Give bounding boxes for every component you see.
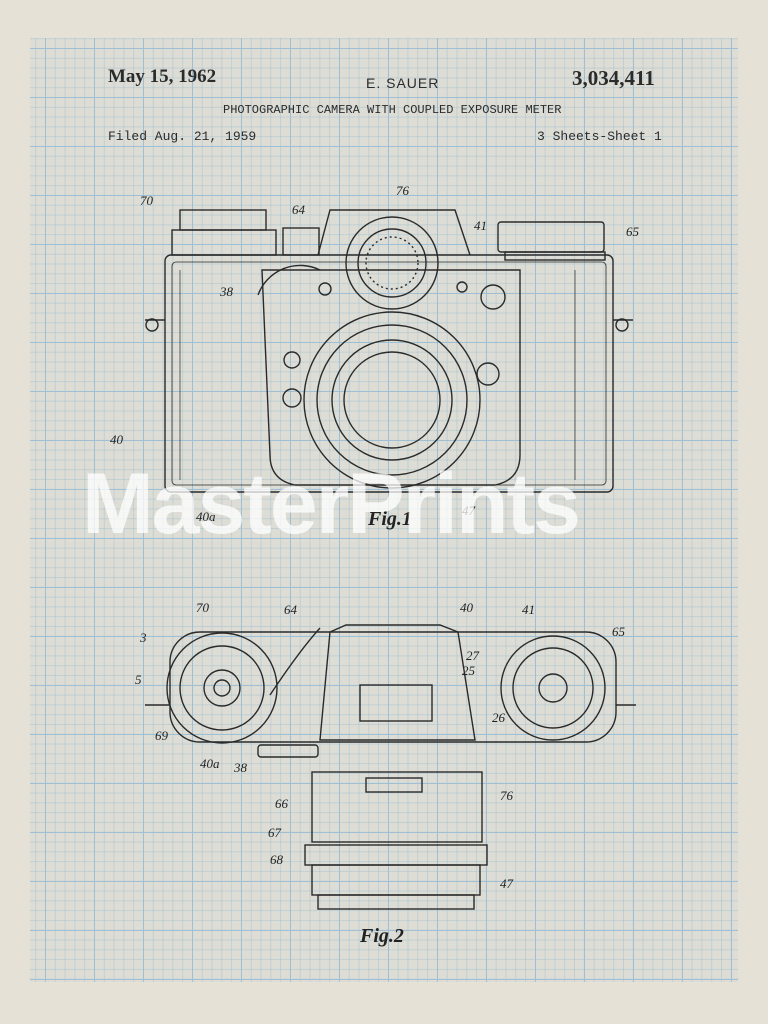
reference-numeral: 76 — [396, 183, 410, 198]
reference-numeral: 40a — [200, 756, 220, 771]
reference-numeral: 47 — [500, 876, 514, 891]
reference-numeral: 40 — [460, 600, 474, 615]
patent-date: May 15, 1962 — [108, 66, 217, 87]
sheet-count: 3 Sheets-Sheet 1 — [537, 129, 662, 144]
reference-numeral: 38 — [219, 284, 234, 299]
reference-numeral: 5 — [135, 672, 142, 687]
reference-numeral: 26 — [492, 710, 506, 725]
reference-numeral: 25 — [462, 663, 476, 678]
fig2-top-view — [145, 624, 636, 910]
reference-numeral: 69 — [155, 728, 169, 743]
reference-numeral: 64 — [292, 202, 306, 217]
patent-number: 3,034,411 — [572, 66, 655, 90]
reference-numeral: 3 — [139, 630, 147, 645]
reference-numeral: 68 — [270, 852, 284, 867]
grid-paper-sheet — [30, 38, 738, 982]
reference-numeral: 27 — [466, 648, 480, 663]
reference-numeral: 67 — [268, 825, 282, 840]
reference-numeral: 64 — [284, 602, 298, 617]
reference-numeral: 41 — [522, 602, 535, 617]
reference-numeral: 47 — [462, 503, 476, 518]
reference-numeral: 70 — [140, 193, 154, 208]
watermark: MasterPrints — [82, 456, 581, 552]
reference-numeral: 40 — [110, 432, 124, 447]
reference-numeral: 70 — [196, 600, 210, 615]
reference-numeral: Fig.2 — [359, 925, 404, 947]
reference-numeral: 66 — [275, 796, 289, 811]
reference-numeral: 76 — [500, 788, 514, 803]
reference-numeral: Fig.1 — [367, 508, 412, 530]
reference-numeral: 65 — [626, 224, 640, 239]
filed-date: Filed Aug. 21, 1959 — [108, 129, 257, 144]
reference-numeral: 41 — [474, 218, 487, 233]
inventor-name: E. SAUER — [366, 75, 440, 91]
reference-numeral: 40a — [196, 509, 216, 524]
reference-numeral: 38 — [233, 760, 248, 775]
reference-labels: 70 64 76 41 65 38 40 40a 47 Fig.1 70 64 … — [110, 183, 640, 947]
reference-numeral: 65 — [612, 624, 626, 639]
fig1-front-view — [145, 209, 633, 493]
patent-title: PHOTOGRAPHIC CAMERA WITH COUPLED EXPOSUR… — [223, 103, 562, 117]
